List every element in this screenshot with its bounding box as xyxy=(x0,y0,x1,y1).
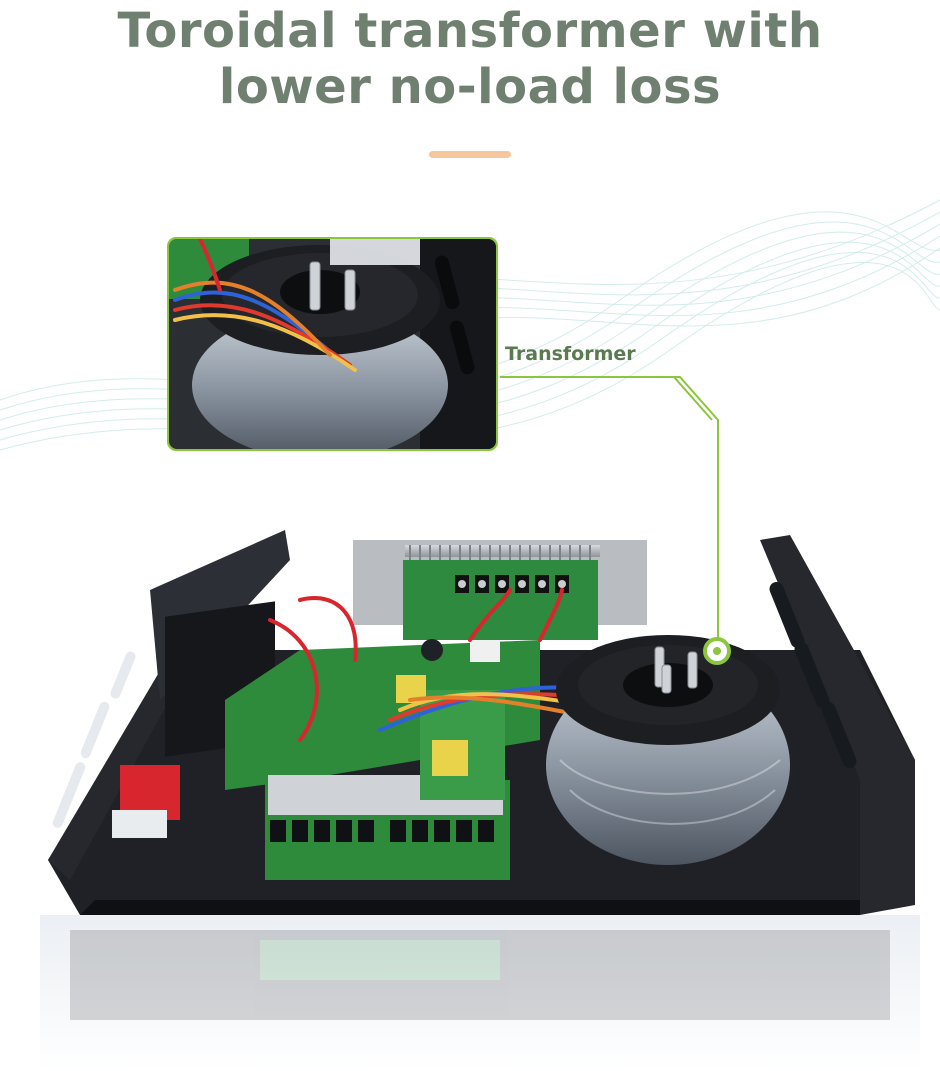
callout-connector xyxy=(500,376,719,650)
toroidal-transformer xyxy=(546,635,790,865)
headline-line-1: Toroidal transformer with xyxy=(117,3,823,59)
ring-dot-icon xyxy=(703,637,731,665)
control-board xyxy=(225,639,540,880)
headline-line-2: lower no-load loss xyxy=(218,59,722,115)
accent-divider xyxy=(429,151,511,158)
reflection xyxy=(70,930,890,1020)
transformer-zoom-inset xyxy=(167,237,498,451)
transformer-callout-label: Transformer xyxy=(505,343,636,365)
heatsink-panel xyxy=(353,540,647,640)
